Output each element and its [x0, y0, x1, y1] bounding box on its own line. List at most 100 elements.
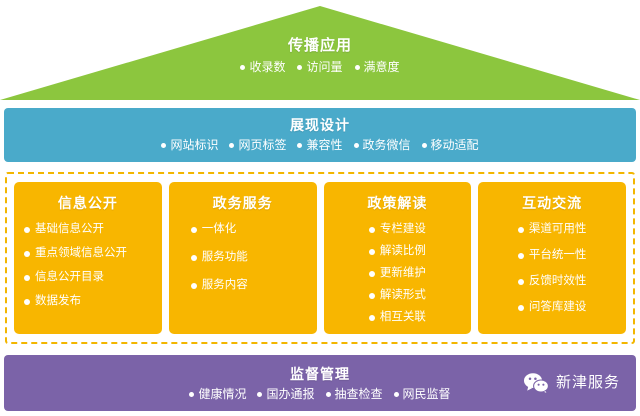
bullet-dot-icon [325, 392, 331, 397]
roof-section: 传播应用 收录数 访问量 满意度 [0, 6, 640, 100]
bullet-dot-icon [24, 250, 30, 257]
pillar-card-item-label: 平台统一性 [528, 249, 587, 261]
display-design-item: 兼容性 [297, 137, 343, 154]
bullet-dot-icon [190, 254, 197, 261]
pillar-card-item: 相互关联 [334, 310, 462, 325]
display-design-title: 展现设计 [290, 117, 350, 133]
supervision-item-list: 健康情况 国办通报 抽查检查 网民监督 [4, 386, 636, 403]
pillar-card-item: 专栏建设 [334, 222, 462, 237]
supervision-item: 抽查检查 [325, 386, 383, 403]
pillar-card-government-service: 政务服务 一体化 服务功能 服务内容 [168, 182, 317, 334]
display-design-item-list: 网站标识 网页标签 兼容性 政务微信 移动适配 [161, 137, 479, 154]
bullet-dot-icon [368, 270, 375, 277]
bullet-dot-icon [421, 143, 427, 148]
bullet-dot-icon [368, 248, 375, 255]
wechat-icon [523, 372, 549, 395]
pillar-card-item-list: 专栏建设 解读比例 更新维护 解读形式 相互关联 [334, 222, 462, 325]
pillar-card-item: 解读形式 [334, 288, 462, 303]
pillar-card-item: 服务内容 [190, 278, 307, 293]
display-design-band: 展现设计 网站标识 网页标签 兼容性 政务微信 移动适配 [4, 108, 636, 162]
supervision-text-group: 监督管理 健康情况 国办通报 抽查检查 网民监督 [4, 365, 636, 403]
roof-triangle-shape [0, 6, 640, 100]
pillar-card-item: 更新维护 [334, 266, 462, 281]
display-design-item-label: 网站标识 [170, 138, 219, 152]
pillar-card-info-disclosure: 信息公开 基础信息公开 重点领域信息公开 信息公开目录 数据发布 [14, 182, 162, 334]
pillar-card-item-list: 一体化 服务功能 服务内容 [179, 222, 307, 293]
bullet-dot-icon [189, 392, 195, 397]
pillar-card-item-list: 基础信息公开 重点领域信息公开 信息公开目录 数据发布 [24, 222, 152, 309]
pillar-card-item: 重点领域信息公开 [24, 246, 152, 261]
pillar-card-item-label: 一体化 [201, 223, 237, 235]
pillar-card-item-label: 重点领域信息公开 [35, 247, 127, 259]
pillar-card-item: 信息公开目录 [24, 270, 152, 285]
bullet-dot-icon [24, 298, 30, 305]
display-design-item-label: 网页标签 [238, 138, 287, 152]
pillar-card-item: 问答库建设 [488, 300, 616, 315]
pillar-card-item-label: 反馈时效性 [528, 275, 587, 287]
display-design-item: 网站标识 [161, 137, 218, 154]
bullet-dot-icon [517, 304, 524, 311]
supervision-item-label: 抽查检查 [334, 387, 383, 401]
bullet-dot-icon [368, 314, 375, 321]
bullet-dot-icon [517, 278, 524, 285]
pillars-region: 信息公开 基础信息公开 重点领域信息公开 信息公开目录 数据发布 [5, 172, 635, 344]
pillar-card-item: 数据发布 [24, 294, 152, 309]
pillar-card-item-label: 解读比例 [379, 245, 426, 257]
display-design-item: 政务微信 [353, 137, 411, 154]
pillar-card-item-label: 数据发布 [35, 295, 81, 307]
pillar-card-interaction: 互动交流 渠道可用性 平台统一性 反馈时效性 问答库建设 [478, 182, 626, 334]
display-design-item-label: 移动适配 [430, 138, 479, 152]
pillar-card-item-list: 渠道可用性 平台统一性 反馈时效性 问答库建设 [488, 222, 616, 315]
supervision-item: 网民监督 [393, 386, 451, 403]
bullet-dot-icon [257, 392, 263, 397]
pillar-card-item: 平台统一性 [488, 248, 616, 263]
pillar-card-item-label: 服务功能 [201, 251, 248, 263]
bullet-dot-icon [353, 143, 359, 148]
pillar-card-item: 服务功能 [190, 250, 307, 265]
bullet-dot-icon [190, 282, 197, 289]
supervision-title: 监督管理 [290, 366, 350, 382]
bullet-dot-icon [368, 226, 375, 233]
bullet-dot-icon [368, 292, 375, 299]
pillar-card-item-label: 专栏建设 [379, 223, 426, 235]
bullet-dot-icon [161, 143, 167, 148]
pillar-card-item: 反馈时效性 [488, 274, 616, 289]
display-design-item: 网页标签 [229, 137, 286, 154]
pillar-card-item: 解读比例 [334, 244, 462, 259]
bullet-dot-icon [24, 274, 30, 281]
bullet-dot-icon [297, 143, 303, 148]
pillar-card-title: 信息公开 [57, 195, 118, 211]
pillar-card-item-label: 渠道可用性 [528, 223, 587, 235]
display-design-item-label: 政务微信 [362, 138, 411, 152]
bullet-dot-icon [24, 226, 30, 233]
bullet-dot-icon [190, 226, 197, 233]
brand-label: 新津服务 [555, 374, 620, 391]
bullet-dot-icon [517, 252, 524, 259]
supervision-item: 国办通报 [257, 386, 315, 403]
display-design-item-label: 兼容性 [306, 138, 343, 152]
pillar-card-item-label: 问答库建设 [528, 301, 587, 313]
pillar-card-title: 互动交流 [522, 195, 583, 211]
bullet-dot-icon [229, 143, 235, 148]
bullet-dot-icon [393, 392, 399, 397]
pillar-card-item: 基础信息公开 [24, 222, 152, 237]
pillar-card-title: 政策解读 [367, 195, 428, 211]
brand-group: 新津服务 [523, 372, 620, 395]
supervision-band: 监督管理 健康情况 国办通报 抽查检查 网民监督 [4, 355, 636, 411]
pillar-card-item: 一体化 [190, 222, 307, 237]
supervision-item: 健康情况 [189, 386, 246, 403]
bullet-dot-icon [517, 226, 524, 233]
pillar-card-policy-interpretation: 政策解读 专栏建设 解读比例 更新维护 解读形式 [323, 182, 472, 334]
pillar-card-item-label: 基础信息公开 [35, 223, 104, 235]
pillar-card-item-label: 信息公开目录 [35, 271, 104, 283]
pillar-card-item-label: 更新维护 [379, 267, 426, 279]
supervision-item-label: 国办通报 [266, 387, 315, 401]
pillar-card-item: 渠道可用性 [488, 222, 616, 237]
supervision-item-label: 网民监督 [402, 387, 451, 401]
pillar-card-item-label: 相互关联 [379, 311, 426, 323]
supervision-item-label: 健康情况 [198, 387, 247, 401]
display-design-item: 移动适配 [421, 137, 479, 154]
pillar-card-item-label: 服务内容 [201, 279, 248, 291]
pillar-card-item-label: 解读形式 [379, 289, 426, 301]
